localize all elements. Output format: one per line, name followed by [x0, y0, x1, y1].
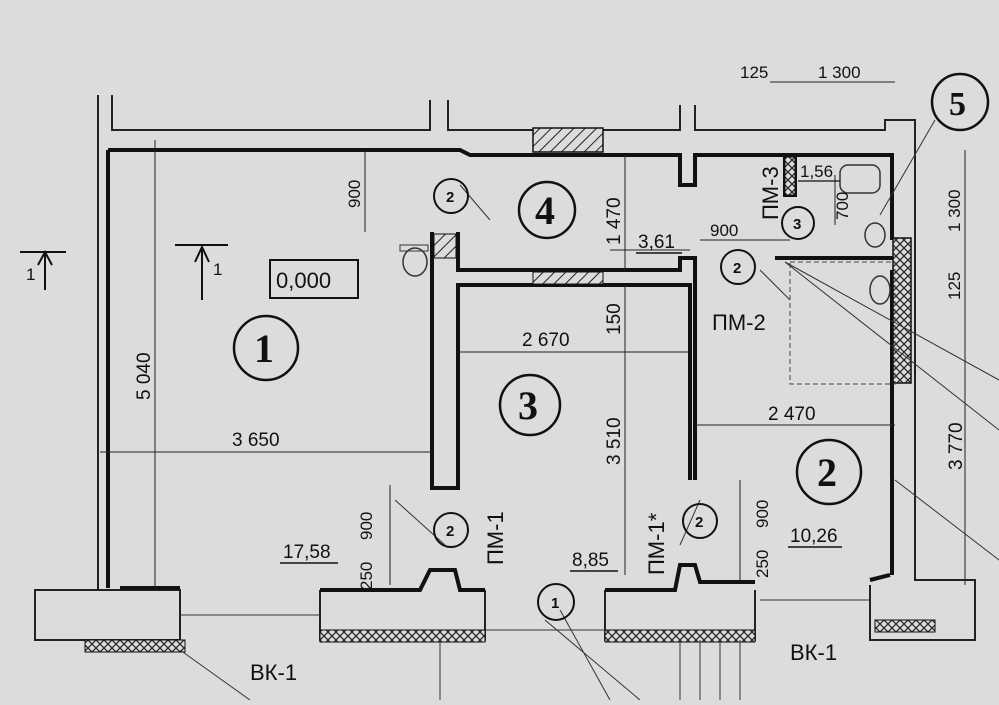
opening-pm1-star: ПМ-1* [644, 512, 669, 575]
inner-walls [106, 148, 905, 592]
toilet-icon [839, 164, 881, 194]
dim-250-b: 250 [753, 550, 772, 578]
dim-150: 150 [604, 303, 625, 335]
washbasin-icon [864, 222, 886, 248]
dim-1470: 1 470 [604, 197, 625, 245]
opening-pm2: ПМ-2 [712, 310, 766, 335]
room-3-area: 8,85 [572, 550, 609, 571]
room-5-badge: 5 [930, 72, 990, 132]
dim-900-d: 900 [753, 500, 772, 528]
dim-2670: 2 670 [522, 330, 570, 351]
vent-block-top [532, 127, 604, 153]
svg-text:2: 2 [446, 189, 454, 206]
porch-lines [179, 599, 870, 701]
wall-hatch-left [433, 233, 457, 259]
dim-5040: 5 040 [134, 352, 155, 400]
dim-2470: 2 470 [768, 404, 816, 425]
dim-125-top: 125 [740, 63, 768, 82]
dim-900-b: 900 [710, 221, 738, 240]
dim-3770: 3 770 [946, 422, 967, 470]
bath-zone [789, 261, 896, 385]
svg-text:1: 1 [254, 326, 274, 371]
section-label-left: 1 [26, 265, 35, 284]
room-2-area: 10,26 [790, 526, 838, 547]
opening-pm1: ПМ-1 [483, 511, 508, 565]
footing-left [84, 639, 186, 653]
partition-pm3 [784, 156, 796, 196]
sink-icon [399, 244, 429, 277]
room-5-area: 1,56 [800, 162, 833, 181]
room-1-badge: 1 [232, 314, 300, 382]
opening-vk1-right: ВК-1 [790, 640, 837, 665]
svg-text:3: 3 [518, 383, 538, 428]
svg-text:3: 3 [793, 216, 801, 233]
svg-text:2: 2 [695, 514, 703, 531]
section-label-inner: 1 [213, 260, 222, 279]
level-mark: 0,000 [276, 268, 331, 293]
svg-text:1: 1 [551, 595, 559, 612]
door-marker-1: 1 [537, 583, 575, 621]
door-marker-2c: 2 [433, 512, 469, 548]
footing-mid [319, 629, 486, 643]
svg-text:5: 5 [949, 86, 966, 123]
dim-700: 700 [833, 192, 852, 220]
dim-250-a: 250 [357, 562, 376, 590]
svg-text:2: 2 [817, 450, 837, 495]
dim-3510: 3 510 [604, 417, 625, 465]
opening-vk1-left: ВК-1 [250, 660, 297, 685]
dim-1300-right: 1 300 [945, 189, 964, 232]
room-2-badge: 2 [795, 438, 863, 506]
footing-far-right [874, 619, 936, 633]
room-1-area: 17,58 [283, 542, 331, 563]
level-mark-box [269, 259, 359, 299]
section-arrow-inner [175, 244, 228, 300]
dim-900-a: 900 [345, 180, 364, 208]
svg-text:2: 2 [446, 523, 454, 540]
room-4-area: 3,61 [638, 232, 675, 253]
dim-125-right: 125 [945, 272, 964, 300]
room-4-badge: 4 [517, 180, 577, 240]
washbasin-icon-2 [869, 275, 891, 305]
room-3-badge: 3 [498, 373, 562, 437]
svg-text:4: 4 [535, 188, 555, 233]
opening-pm3: ПМ-3 [758, 166, 783, 220]
door-marker-2b: 2 [720, 249, 756, 285]
dim-3650: 3 650 [232, 430, 280, 451]
dim-1300-top: 1 300 [818, 63, 861, 82]
svg-text:2: 2 [733, 260, 741, 277]
door-marker-2d: 2 [682, 503, 718, 539]
dim-900-c: 900 [357, 512, 376, 540]
vent-block-mid [532, 271, 604, 285]
section-arrow-left [20, 249, 66, 290]
dimension-lines [100, 81, 966, 590]
bath-wall [892, 237, 912, 384]
door-marker-2a: 2 [433, 178, 469, 214]
door-marker-3: 3 [781, 206, 815, 240]
leader-lines [394, 119, 999, 701]
